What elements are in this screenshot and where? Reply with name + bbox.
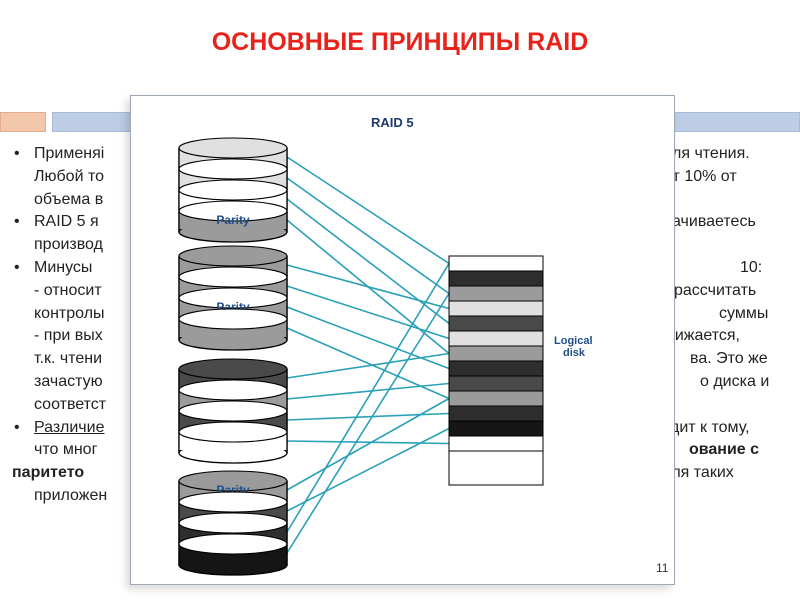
connection-line: [286, 263, 450, 533]
bullet-3-line-4: - при вых снижается,: [12, 325, 780, 348]
text-line: 10:: [740, 258, 763, 276]
body-text: Применяі ля чтения. Любой то от 10% от объ…: [12, 143, 780, 508]
connection-line: [286, 382, 450, 400]
text-line: от 10% от: [664, 167, 737, 185]
logical-disk: [448, 255, 544, 486]
logical-block: [448, 285, 544, 302]
connection-line: [286, 352, 450, 379]
bullet-2-line-2: производ: [12, 234, 780, 257]
text-line: для таких: [662, 464, 734, 482]
text-line: суммы: [719, 304, 769, 322]
logical-block: [448, 390, 544, 407]
text-line: ля чтения.: [672, 145, 750, 162]
physical-disk: Parity: [178, 137, 288, 243]
connection-line: [286, 412, 450, 421]
text-line: ование с: [689, 441, 760, 459]
physical-disk: Parity: [178, 470, 288, 576]
logical-block: [448, 330, 544, 347]
text-line: о диска и: [700, 372, 770, 390]
decor-bar-orange: [0, 112, 46, 132]
raid5-label: RAID 5: [371, 115, 414, 130]
logical-disk-label-line-1: Logical: [554, 335, 593, 347]
logical-block: [448, 315, 544, 332]
logical-block: [448, 345, 544, 362]
text-line: ачиваетесь: [672, 213, 756, 231]
text-line: - при вых: [34, 327, 103, 345]
logical-block: [448, 270, 544, 287]
connection-line: [286, 198, 450, 325]
logical-block: [448, 420, 544, 437]
connection-lines: [286, 156, 450, 554]
connection-line: [286, 293, 450, 554]
text-line: что мног: [34, 441, 98, 459]
connection-line: [286, 177, 450, 295]
physical-disk: Parity: [178, 245, 288, 351]
bullet-4-line-2: что мног ование с: [12, 439, 780, 462]
bullet-4-line-3: паритето для таких: [12, 462, 780, 485]
text-line: - относит: [34, 281, 102, 299]
logical-block: [448, 255, 544, 272]
text-line: Применяі: [34, 145, 105, 162]
bullet-1: Применяі ля чтения.: [12, 143, 780, 166]
bullet-4: Различие дит к тому,: [12, 417, 780, 440]
logical-disk-label: Logical disk: [554, 335, 596, 359]
text-line: зачастую: [34, 372, 103, 390]
bullet-3: Минусы 10:: [12, 257, 780, 280]
text-line: Минусы: [34, 258, 93, 276]
connection-line: [286, 397, 450, 491]
text-line: дит к тому,: [670, 418, 750, 436]
connection-line: [286, 427, 450, 512]
connection-line: [286, 156, 450, 265]
text-line: ва. Это же: [690, 350, 768, 368]
text-line: Различие: [34, 418, 105, 436]
text-line: производ: [34, 236, 103, 254]
bullet-3-line-6: зачастую о диска и: [12, 371, 780, 394]
text-line: контролы: [34, 304, 105, 322]
bullet-3-line-5: т.к. чтени ва. Это же: [12, 348, 780, 371]
text-line: паритето: [12, 464, 85, 482]
logical-block: [448, 360, 544, 377]
logical-block: [448, 375, 544, 392]
bullet-2: RAID 5 я ачиваетесь: [12, 211, 780, 234]
slide-title: ОСНОВНЫЕ ПРИНЦИПЫ RAID: [211, 28, 589, 56]
logical-block: [448, 405, 544, 422]
bullet-3-line-7: соответст: [12, 394, 780, 417]
page-number: 11: [656, 561, 669, 575]
connection-line: [286, 264, 450, 310]
text-line: Любой то: [34, 167, 104, 185]
logical-block: [448, 300, 544, 317]
text-line: объема в: [34, 190, 104, 208]
text-line: соответст: [34, 395, 107, 413]
physical-disk: [178, 358, 288, 464]
bullet-1-line-2: Любой то от 10% от: [12, 166, 780, 189]
text-line: снижается,: [658, 327, 740, 345]
text-line: приложен: [34, 486, 108, 504]
bullet-3-line-2: - относит рассчитать: [12, 280, 780, 303]
text-line: RAID 5 я: [34, 213, 99, 231]
bullet-1-line-3: объема в: [12, 189, 780, 212]
logical-block: [448, 435, 544, 452]
logical-disk-label-line-2: disk: [563, 347, 586, 359]
text-line: т.к. чтени: [34, 350, 103, 368]
parity-label: Parity: [216, 213, 250, 227]
text-line: рассчитать: [674, 281, 757, 299]
connection-line: [286, 285, 450, 340]
bullet-4-line-4: приложен: [12, 485, 780, 508]
bullet-3-line-3: контролы суммы: [12, 303, 780, 326]
